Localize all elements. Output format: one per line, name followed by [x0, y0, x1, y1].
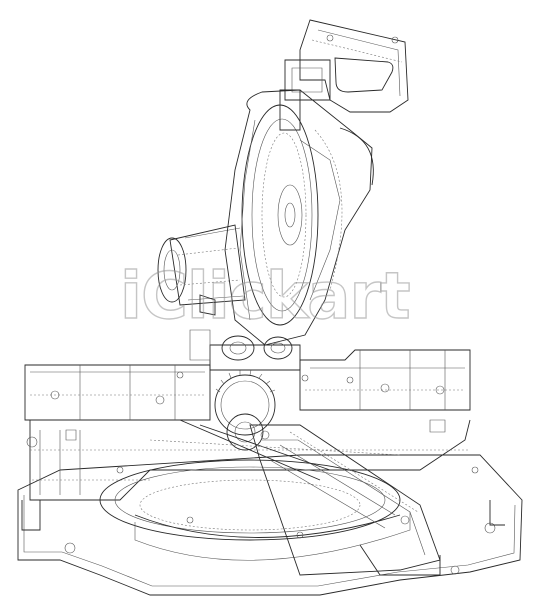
saw-handle: [279, 19, 409, 131]
blade-guard: [224, 89, 374, 346]
cut-guide: [149, 419, 401, 481]
rotary-table: [99, 459, 411, 561]
rear-fence: [24, 349, 471, 421]
pivot-assembly: [189, 329, 301, 451]
fasteners: [65, 371, 479, 539]
motor-housing: [157, 224, 246, 316]
miter-arm: [249, 424, 441, 576]
saw-base: [17, 419, 523, 596]
